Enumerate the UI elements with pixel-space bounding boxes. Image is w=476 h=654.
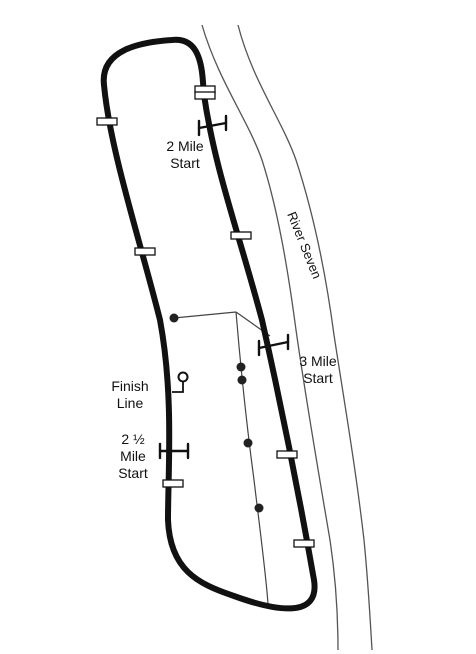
dot-icon: [243, 438, 253, 448]
dot-icon: [254, 503, 264, 513]
rectangle-marker-icon: [96, 117, 118, 126]
waypoints: [169, 313, 264, 513]
dot-icon: [236, 362, 246, 372]
i-beam-icon: [257, 333, 290, 357]
pin-icon: [172, 371, 189, 393]
river-bank-west: [201, 24, 339, 651]
rectangle-marker-icon: [230, 231, 252, 240]
distance-markers: [96, 85, 315, 548]
river-bank-east: [237, 24, 373, 651]
finish-line-label: Finish Line: [111, 378, 149, 411]
dot-icon: [237, 375, 247, 385]
two-mile-start-label: 2 Mile Start: [166, 138, 204, 171]
rectangle-marker-icon: [162, 479, 184, 488]
dot-icon: [169, 313, 179, 323]
two-half-mile-start-label: 2 ½ Mile Start: [118, 431, 148, 481]
rectangle-marker-icon: [293, 539, 315, 548]
three-mile-start-label: 3 Mile Start: [299, 353, 337, 386]
inner-path-horizontal: [173, 311, 237, 319]
rectangle-marker-icon: [194, 91, 216, 100]
rectangle-marker-icon: [276, 450, 298, 459]
i-beam-icon: [197, 114, 228, 137]
race-track: [100, 36, 318, 612]
rectangle-marker-icon: [134, 247, 156, 256]
i-beam-icon: [158, 442, 190, 460]
inner-path-vertical: [235, 311, 269, 605]
